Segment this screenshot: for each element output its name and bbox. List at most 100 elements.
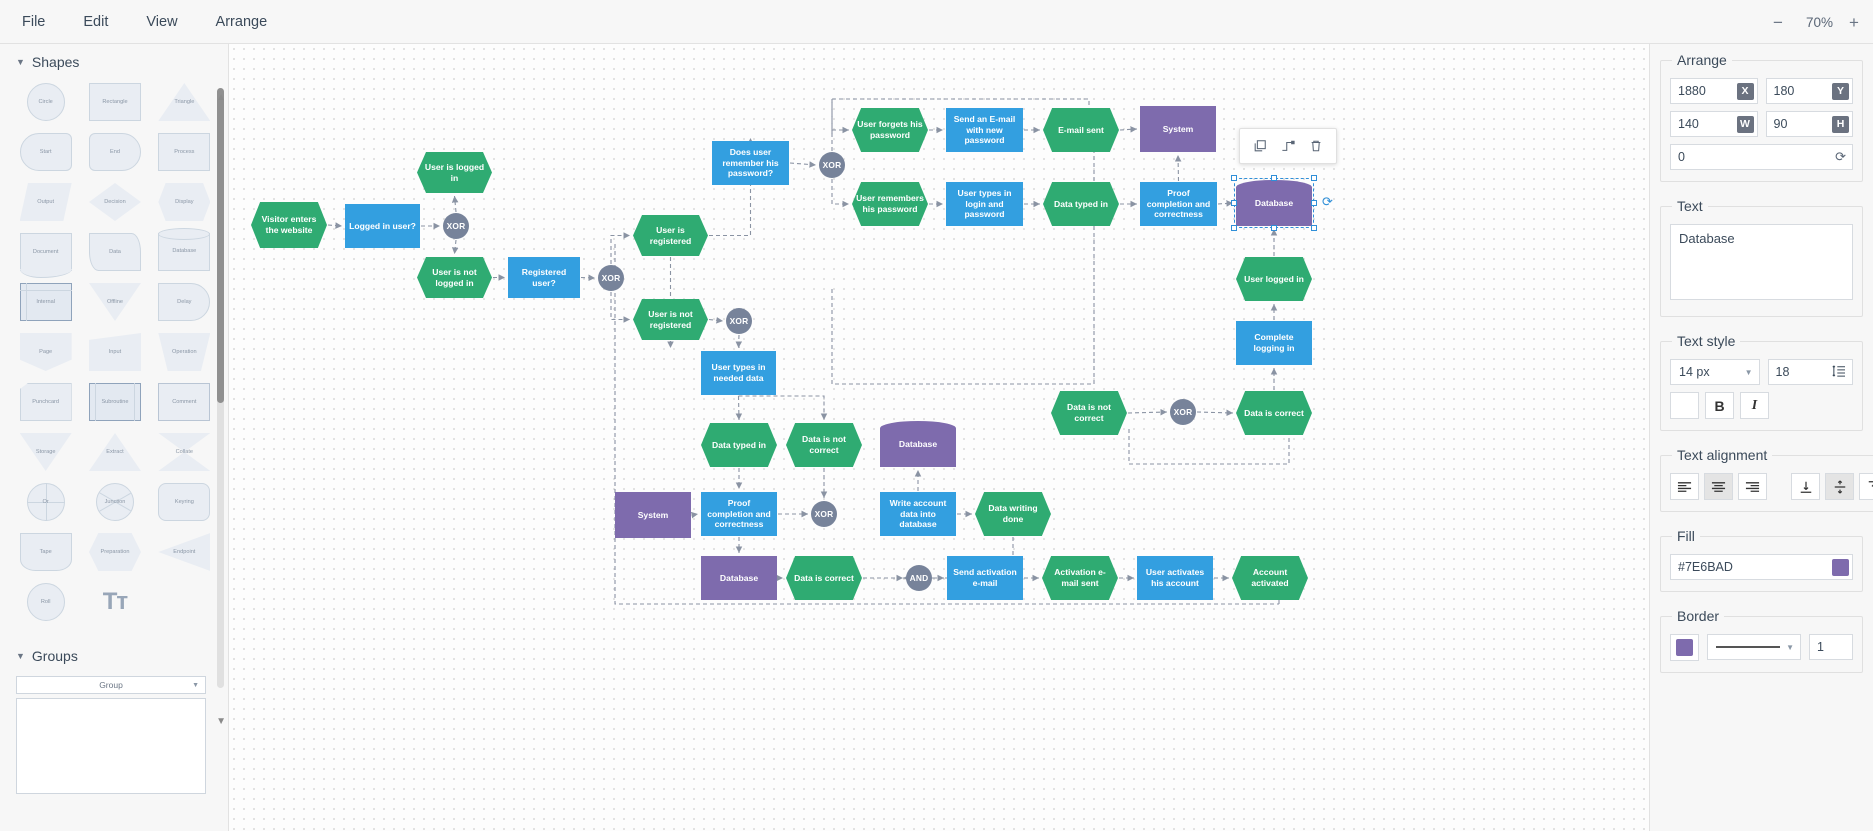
align-bottom-button[interactable] [1791, 473, 1820, 500]
resize-handle-s[interactable] [1271, 225, 1277, 231]
font-size-select[interactable]: 14 px ▼ [1670, 359, 1760, 385]
menu-view[interactable]: View [146, 13, 178, 30]
diagram-node[interactable]: XOR [819, 152, 845, 178]
italic-button[interactable]: I [1740, 392, 1769, 419]
diagram-node[interactable]: Database [701, 556, 777, 600]
shape-input[interactable]: Input [81, 332, 148, 372]
shape-start[interactable]: Start [12, 132, 79, 172]
resize-handle-nw[interactable] [1231, 175, 1237, 181]
trash-icon[interactable] [1304, 134, 1328, 158]
diagram-node[interactable]: User is not registered [633, 299, 708, 340]
diagram-node[interactable]: Activation e-mail sent [1042, 556, 1118, 600]
align-middle-button[interactable] [1825, 473, 1854, 500]
sidebar-scrollbar[interactable] [217, 88, 224, 688]
diagram-node[interactable]: Send an E-mail with new password [946, 108, 1023, 152]
diagram-node[interactable]: Complete logging in [1236, 321, 1312, 365]
diagram-node[interactable]: Does user remember his password? [712, 141, 789, 185]
shape-process[interactable]: Process [151, 132, 218, 172]
shape-extract[interactable]: Extract [81, 432, 148, 472]
resize-handle-ne[interactable] [1311, 175, 1317, 181]
menu-edit[interactable]: Edit [83, 13, 109, 30]
diagram-node[interactable]: User forgets his password [852, 108, 928, 152]
diagram-node[interactable]: User remembers his password [852, 182, 928, 226]
shape-rectangle[interactable]: Rectangle [81, 82, 148, 122]
diagram-node[interactable]: Write account data into database [880, 492, 956, 536]
shape-operation[interactable]: Operation [151, 332, 218, 372]
diagram-node[interactable]: Data is not correct [786, 423, 862, 467]
align-top-button[interactable] [1859, 473, 1873, 500]
zoom-in-button[interactable]: + [1849, 12, 1859, 32]
diagram-node[interactable]: XOR [811, 501, 837, 527]
shape-triangle[interactable]: Triangle [151, 82, 218, 122]
menu-file[interactable]: File [22, 13, 46, 30]
duplicate-icon[interactable] [1248, 134, 1272, 158]
align-center-button[interactable] [1704, 473, 1733, 500]
shape-document[interactable]: Document [12, 232, 79, 278]
shape-data[interactable]: Data [81, 232, 148, 272]
shape-offline[interactable]: Offline [81, 282, 148, 322]
bold-button[interactable]: B [1705, 392, 1734, 419]
shape-decision[interactable]: Decision [81, 182, 148, 222]
diagram-node[interactable]: System [1140, 106, 1216, 152]
shape-collate[interactable]: Collate [151, 432, 218, 472]
diagram-node[interactable]: User activates his account [1137, 556, 1213, 600]
menu-arrange[interactable]: Arrange [215, 13, 268, 30]
diagram-node[interactable]: E-mail sent [1043, 108, 1119, 152]
shapes-section-header[interactable]: ▼ Shapes [0, 44, 228, 78]
line-height-field[interactable]: 18 [1767, 359, 1853, 385]
shape-subroutine[interactable]: Subroutine [81, 382, 148, 422]
text-color-swatch-button[interactable] [1670, 392, 1699, 419]
sidebar-scrollbar-thumb[interactable] [217, 88, 224, 403]
connector-icon[interactable] [1276, 134, 1300, 158]
diagram-node[interactable]: Registered user? [508, 257, 580, 298]
diagram-node[interactable]: Database [1236, 180, 1312, 226]
border-color-button[interactable] [1670, 634, 1699, 661]
diagram-node[interactable]: Account activated [1232, 556, 1308, 600]
zoom-out-button[interactable]: − [1773, 12, 1783, 32]
groups-section-header[interactable]: ▼ Groups [0, 638, 228, 672]
resize-handle-w[interactable] [1231, 200, 1237, 206]
rotate-icon[interactable]: ⟳ [1835, 149, 1846, 164]
diagram-node[interactable]: XOR [1170, 399, 1196, 425]
rotation-field[interactable]: 0 ⟳ [1670, 144, 1853, 170]
y-field[interactable]: 180 Y [1765, 78, 1853, 104]
border-style-select[interactable]: ▼ [1707, 634, 1801, 660]
height-field[interactable]: 90 H [1765, 111, 1853, 137]
shape-endpoint[interactable]: Endpoint [151, 532, 218, 572]
shape-end[interactable]: End [81, 132, 148, 172]
diagram-node[interactable]: Send activation e-mail [947, 556, 1023, 600]
shape-or[interactable]: Or [12, 482, 79, 522]
diagram-node[interactable]: User is logged in [417, 152, 492, 193]
diagram-node[interactable]: Data typed in [1043, 182, 1119, 226]
diagram-node[interactable]: Data is correct [1236, 391, 1312, 435]
diagram-node[interactable]: Database [880, 421, 956, 467]
diagram-node[interactable]: XOR [726, 308, 752, 334]
diagram-node[interactable]: User is not logged in [417, 257, 492, 298]
fill-color-field[interactable]: #7E6BAD [1670, 554, 1853, 580]
shape-roll[interactable]: Roll [12, 582, 79, 622]
diagram-node[interactable]: User types in login and password [946, 182, 1023, 226]
resize-handle-n[interactable] [1271, 175, 1277, 181]
shape-page[interactable]: Page [12, 332, 79, 372]
resize-handle-e[interactable] [1311, 200, 1317, 206]
diagram-node[interactable]: Data typed in [701, 423, 777, 467]
diagram-node[interactable]: User is registered [633, 215, 708, 256]
group-list[interactable] [16, 698, 206, 794]
resize-handle-sw[interactable] [1231, 225, 1237, 231]
shape-text-input[interactable] [1670, 224, 1853, 300]
diagram-node[interactable]: Proof completion and correctness [1140, 182, 1217, 226]
border-width-field[interactable]: 1 [1809, 634, 1853, 660]
shape-tape[interactable]: Tape [12, 532, 79, 572]
scroll-up-icon[interactable]: ▲ [216, 92, 226, 103]
width-field[interactable]: 140 W [1670, 111, 1758, 137]
diagram-node[interactable]: User logged in [1236, 257, 1312, 301]
shape-preparation[interactable]: Preparation [81, 532, 148, 572]
diagram-node[interactable]: Logged in user? [345, 204, 420, 248]
align-right-button[interactable] [1738, 473, 1767, 500]
diagram-node[interactable]: XOR [598, 265, 624, 291]
x-field[interactable]: 1880 X [1670, 78, 1758, 104]
fill-color-swatch[interactable] [1832, 558, 1849, 576]
shape-keyring[interactable]: Keyring [151, 482, 218, 522]
